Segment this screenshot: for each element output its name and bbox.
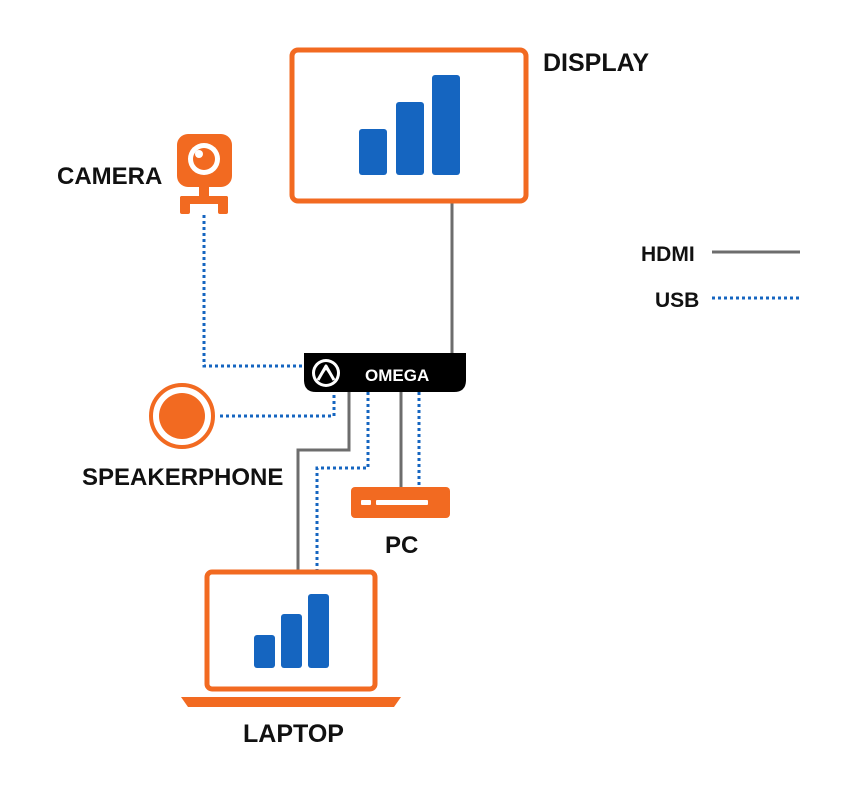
camera-device <box>177 134 232 214</box>
camera-label: CAMERA <box>57 163 162 190</box>
legend-usb-label: USB <box>655 289 699 312</box>
laptop-label: LAPTOP <box>243 720 344 748</box>
usb-cable-camera <box>202 215 304 368</box>
speakerphone-label: SPEAKERPHONE <box>82 464 283 491</box>
display-label: DISPLAY <box>543 49 649 77</box>
usb-cable-speakerphone <box>220 392 336 418</box>
pc-label: PC <box>385 532 418 559</box>
omega-hub: OMEGA <box>304 353 466 392</box>
pc-device <box>351 487 450 518</box>
hdmi-cable-laptop <box>296 392 351 570</box>
laptop-device <box>181 569 401 707</box>
hub-body <box>304 353 466 392</box>
cables <box>202 202 454 570</box>
usb-cable-laptop <box>315 392 370 570</box>
pc-box-icon <box>351 487 450 518</box>
hub-label: OMEGA <box>365 366 429 385</box>
display-bar-chart-icon <box>359 75 460 175</box>
speakerphone-device <box>149 383 215 449</box>
speakerphone-icon <box>149 383 215 449</box>
display-device <box>289 47 529 204</box>
webcam-icon <box>177 134 232 214</box>
legend: HDMI USB <box>641 243 800 312</box>
omega-logo-icon <box>312 359 340 387</box>
laptop-bar-chart-icon <box>254 594 329 668</box>
laptop-with-bar-chart-icon <box>181 569 401 707</box>
legend-hdmi-label: HDMI <box>641 243 695 266</box>
